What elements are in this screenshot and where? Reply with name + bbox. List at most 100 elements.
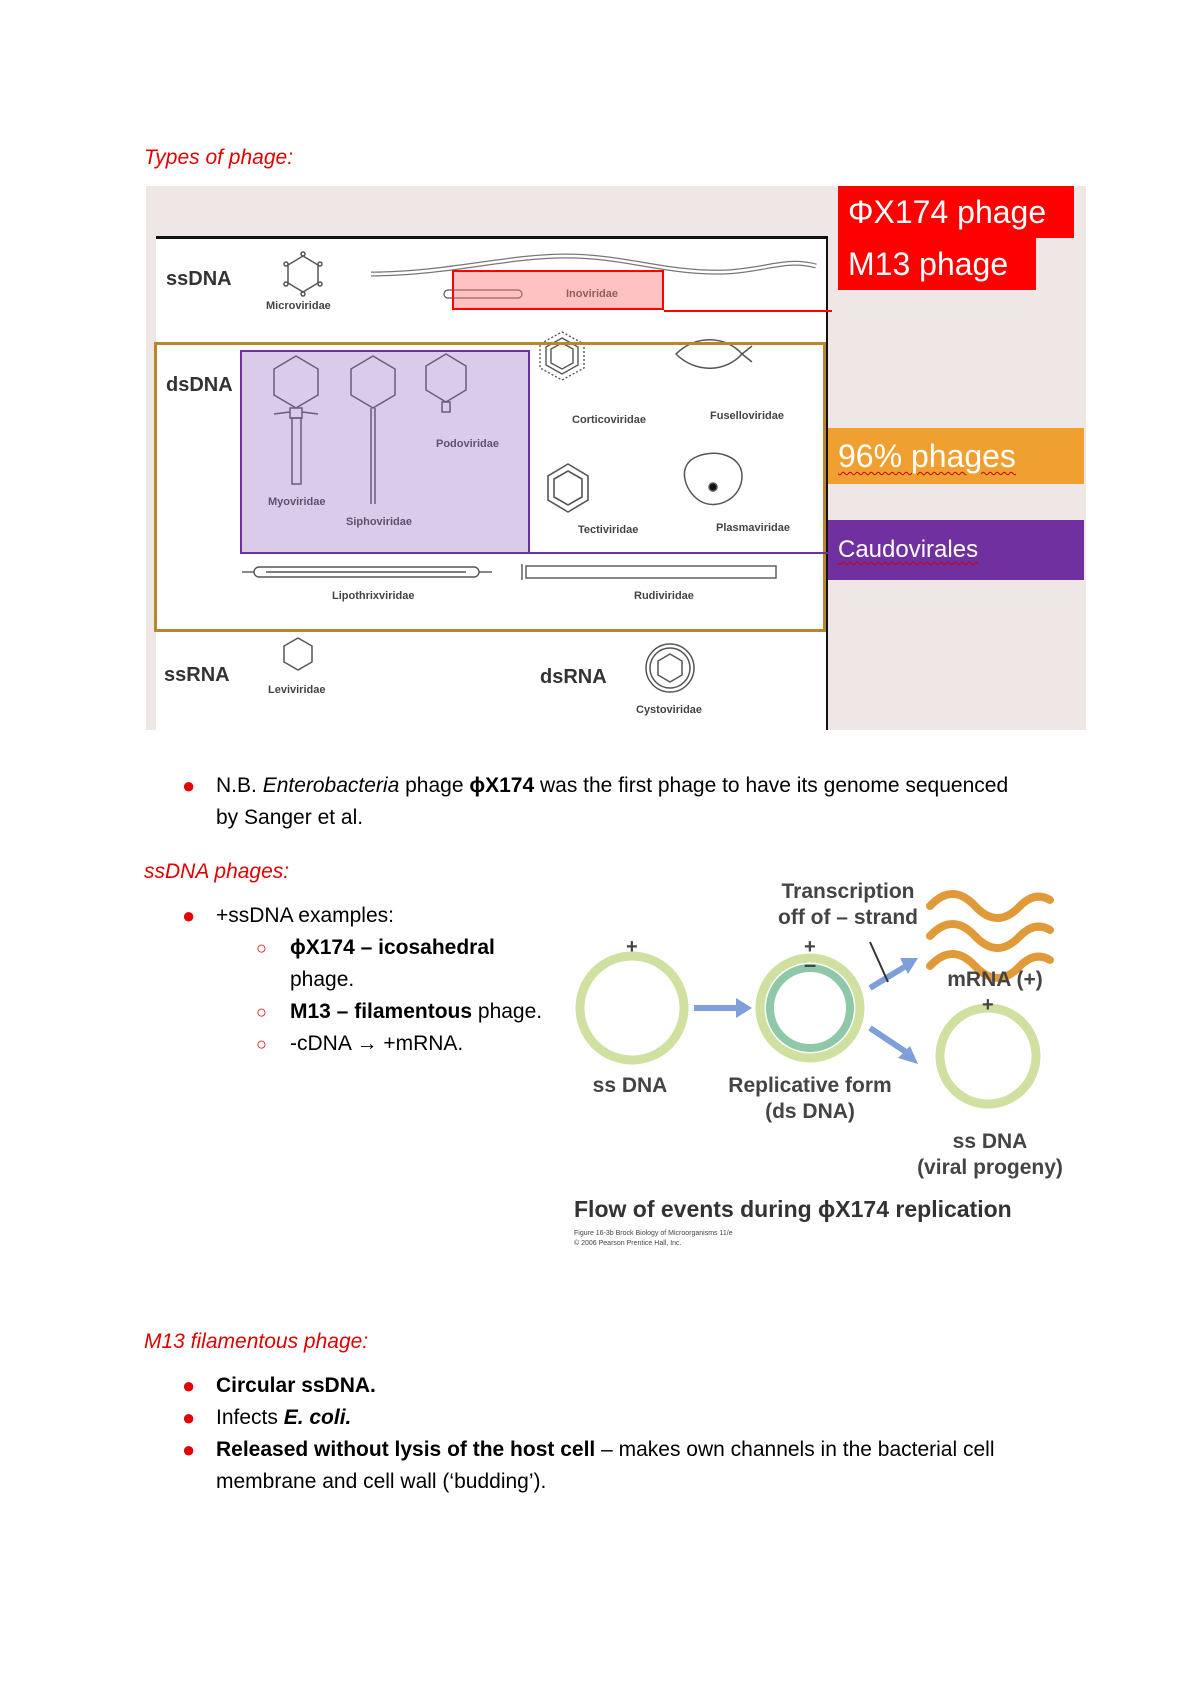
fuselloviridae-icon: [674, 339, 753, 369]
m13-item-3-bold: Released without lysis of the host cell: [216, 1438, 596, 1461]
sub1-bold: ϕX174 – icosahedral: [290, 936, 495, 959]
arrow-head-icon: [900, 958, 918, 974]
label-leviviridae: Leviviridae: [268, 684, 326, 696]
note-line2: by Sanger et al.: [216, 806, 364, 829]
replicative-form-outer-icon: [755, 953, 865, 1063]
phage-taxonomy-figure: ssDNA dsDNA ssRNA dsRNA: [146, 186, 1086, 733]
m13-item-1: ● Circular ssDNA.: [182, 1370, 1116, 1402]
label-fuselloviridae: Fuselloviridae: [710, 410, 784, 422]
purple-connector-line: [530, 552, 836, 554]
label-lipothrixviridae: Lipothrixviridae: [332, 590, 415, 602]
replicative-form-inner-icon: [766, 964, 854, 1052]
figure-credit-line-2: © 2006 Pearson Prentice Hall, Inc.: [574, 1240, 682, 1247]
ssdna-sub-item-3: ○ -cDNA → +mRNA.: [256, 1028, 570, 1060]
bullet-dot: ●: [182, 773, 196, 798]
label-plasmaviridae: Plasmaviridae: [716, 522, 790, 534]
label-viral-progeny: (viral progeny): [917, 1156, 1063, 1179]
caudovirales-highlight-box: [240, 350, 530, 554]
plus-sign: +: [804, 936, 816, 958]
plus-sign: +: [626, 936, 638, 958]
ssdna-sublist: ○ ϕX174 – icosahedral phage. ○ M13 – fil…: [256, 932, 570, 1060]
sub3-text: -cDNA → +mRNA.: [290, 1032, 464, 1055]
ssdna-main-item: ● +ssDNA examples:: [182, 900, 556, 932]
m13-item-2: ● Infects E. coli.: [182, 1402, 1116, 1434]
m13-item-3: ● Released without lysis of the host cel…: [182, 1434, 1116, 1498]
red-connector-line: [664, 310, 832, 312]
mrna-waves-icon: [926, 890, 1054, 982]
sub2-rest: phage.: [472, 1000, 543, 1023]
label-ss-dna: ss DNA: [592, 1074, 668, 1097]
label-rudiviridae: Rudiviridae: [634, 590, 694, 602]
ssdna-circle-icon: [575, 951, 689, 1065]
label-replicative-form: Replicative form: [728, 1074, 892, 1097]
bullet-ring: ○: [256, 1002, 267, 1022]
label-off-strand: off of – strand: [778, 906, 918, 929]
note-list: ● N.B. Enterobacteria phage ϕX174 was th…: [182, 770, 1116, 834]
m13-list: ● Circular ssDNA. ● Infects E. coli. ● R…: [182, 1370, 1116, 1498]
bullet-ring: ○: [256, 1034, 267, 1054]
inoviridae-highlight-box: [452, 270, 664, 310]
label-mrna: mRNA (+): [947, 968, 1043, 991]
heading-m13-phage: M13 filamentous phage:: [144, 1330, 369, 1353]
m13-item-3-rest: – makes own channels in the bacterial ce…: [595, 1438, 995, 1461]
tag-m13: M13 phage: [838, 238, 1036, 290]
tag-96-percent: 96% phages: [828, 428, 1084, 484]
podoviridae-icon: [425, 353, 467, 413]
phage-drawings: [242, 251, 817, 693]
replication-flow-figure: + + – + Transcription off of – strand mR…: [560, 870, 1080, 1260]
label-myoviridae: Myoviridae: [268, 496, 326, 508]
ssdna-list: ● +ssDNA examples:: [182, 900, 556, 932]
bullet-dot: ●: [182, 1405, 196, 1430]
m13-item-1-text: Circular ssDNA.: [216, 1374, 376, 1397]
cystoviridae-icon: [645, 643, 695, 693]
heading-types-of-phage: Types of phage:: [144, 146, 294, 169]
dsdna-orange-box: [154, 342, 826, 632]
microviridae-icon: [283, 251, 323, 297]
tag-phix174: ΦX174 phage: [838, 186, 1074, 238]
tag-caudovirales-text: Caudovirales: [838, 536, 979, 563]
progeny-circle-icon: [935, 1003, 1041, 1109]
panel-right-border: [826, 236, 828, 730]
replication-drawing: [575, 890, 1054, 1109]
sub2-bold: M13 – filamentous: [290, 1000, 473, 1023]
lipothrixviridae-icon: [242, 566, 492, 578]
figure-credit-line-1: Figure 16-3b Brock Biology of Microorgan…: [574, 1230, 733, 1237]
plasmaviridae-icon: [683, 452, 743, 506]
note-mid: phage: [399, 774, 470, 797]
note-suffix: was the first phage to have its genome s…: [534, 774, 1009, 797]
replication-figure-title: Flow of events during ϕX174 replication: [574, 1196, 1012, 1222]
arrow-head-icon: [736, 998, 752, 1018]
row-label-dsrna: dsRNA: [540, 666, 607, 688]
row-label-ssrna: ssRNA: [164, 664, 230, 686]
label-ds-dna: (ds DNA): [765, 1100, 855, 1123]
row-label-dsdna: dsDNA: [166, 374, 233, 396]
note-bold: ϕX174: [469, 774, 535, 797]
minus-sign: –: [804, 952, 817, 977]
label-tectiviridae: Tectiviridae: [578, 524, 639, 536]
bullet-ring: ○: [256, 938, 267, 958]
label-corticoviridae: Corticoviridae: [572, 414, 646, 426]
row-label-ssdna: ssDNA: [166, 268, 232, 290]
label-ss-dna-progeny: ss DNA: [952, 1130, 1028, 1153]
tag-96-percent-text: 96% phages: [838, 438, 1016, 474]
label-inoviridae: Inoviridae: [566, 288, 618, 300]
myoviridae-icon: [273, 355, 319, 485]
arrow-head-icon: [898, 1046, 918, 1064]
m13-item-3-line2: membrane and cell wall (‘budding’).: [216, 1470, 547, 1493]
leviviridae-icon: [283, 637, 313, 671]
note-item: ● N.B. Enterobacteria phage ϕX174 was th…: [182, 770, 1116, 834]
note-prefix: N.B.: [216, 774, 263, 797]
note-italic: Enterobacteria: [262, 774, 400, 797]
ssdna-sub-item-1: ○ ϕX174 – icosahedral phage.: [256, 932, 570, 996]
siphoviridae-icon: [350, 355, 396, 504]
tectiviridae-icon: [547, 463, 589, 513]
label-siphoviridae: Siphoviridae: [346, 516, 413, 528]
ssdna-sub-item-2: ○ M13 – filamentous phage.: [256, 996, 570, 1028]
label-podoviridae: Podoviridae: [436, 438, 499, 450]
bullet-dot: ●: [182, 903, 196, 928]
rudiviridae-icon: [521, 564, 777, 580]
bullet-dot: ●: [182, 1437, 196, 1462]
tag-caudovirales: Caudovirales: [828, 520, 1084, 580]
label-microviridae: Microviridae: [266, 300, 331, 312]
label-transcription: Transcription: [781, 880, 915, 903]
